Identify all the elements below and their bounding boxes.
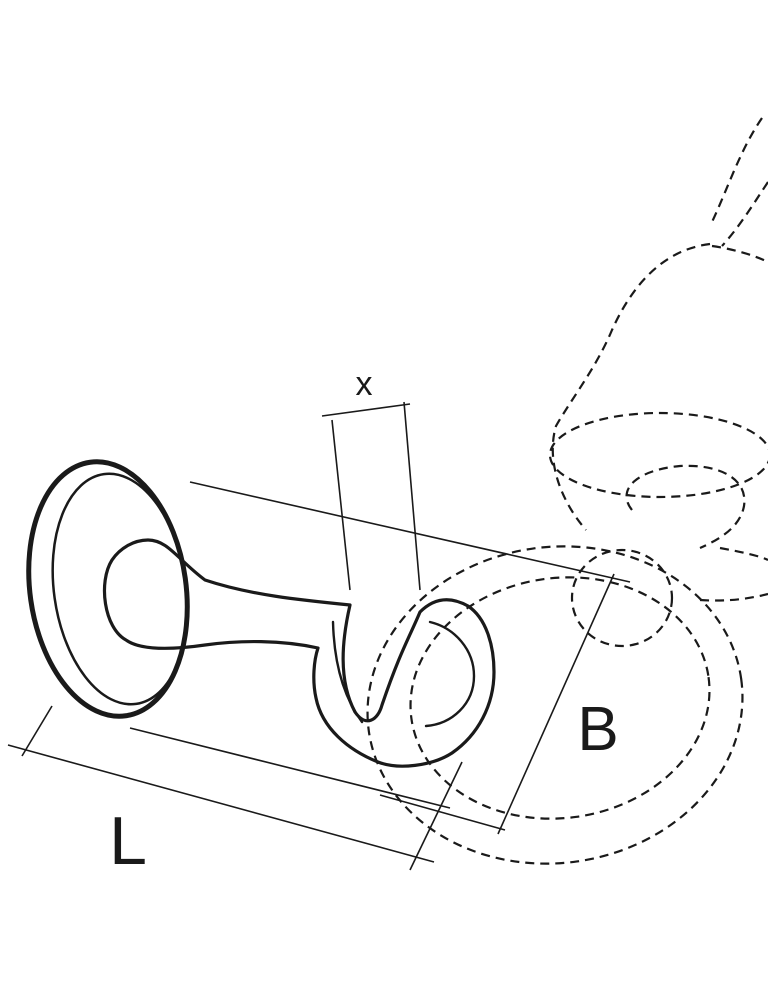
phantom-hanging-object	[548, 117, 768, 648]
phantom-ring-outer	[366, 545, 744, 865]
dim-b-ext-bottom	[379, 794, 506, 831]
dim-l-tick-left	[21, 705, 53, 757]
robe-hook	[26, 459, 496, 768]
dimension-l: L	[7, 705, 463, 879]
dim-x-ext-left	[331, 419, 351, 591]
dimension-b: B	[189, 481, 631, 835]
hook-base-rim	[26, 459, 190, 719]
dim-l-tick-right	[409, 761, 463, 871]
dim-l-ext	[129, 727, 451, 809]
dimension-x: x	[321, 365, 421, 591]
dim-x-label: x	[356, 365, 373, 403]
phantom-knob-side	[719, 546, 768, 561]
phantom-strap	[711, 117, 768, 247]
phantom-upper-body-right	[711, 244, 768, 263]
phantom-knob	[625, 464, 746, 550]
dim-l-label: L	[109, 803, 147, 879]
dim-x-line	[321, 403, 411, 417]
hook-base-face	[51, 472, 189, 706]
dim-b-line	[497, 573, 615, 835]
phantom-lower-ring	[570, 548, 674, 648]
hook-throat	[331, 620, 364, 724]
phantom-ring-inner	[409, 576, 711, 820]
hook-inner-curve	[424, 620, 476, 728]
hook-arm	[102, 538, 496, 768]
dim-b-label: B	[577, 695, 618, 764]
phantom-collar	[548, 411, 768, 499]
dim-x-ext-right	[403, 401, 421, 591]
phantom-right-edge	[699, 592, 768, 602]
phantom-ring	[366, 545, 744, 865]
phantom-upper-body	[551, 242, 711, 531]
dim-b-ext-top	[189, 481, 631, 583]
dim-l-line	[7, 744, 435, 863]
